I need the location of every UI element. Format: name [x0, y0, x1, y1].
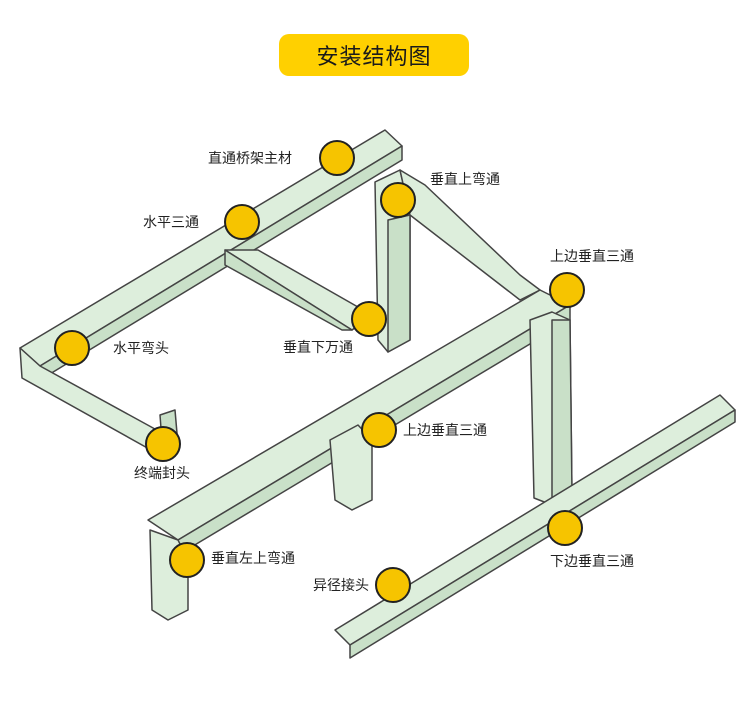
- right-vertical-riser-face: [551, 319, 573, 506]
- part-label-2: 水平三通: [143, 215, 199, 231]
- part-marker-5: [351, 301, 387, 337]
- part-marker-9: [547, 510, 583, 546]
- upper-horizontal-tray: [399, 169, 541, 301]
- part-marker-2: [224, 204, 260, 240]
- part-label-9: 下边垂直三通: [550, 553, 634, 570]
- part-marker-8: [169, 542, 205, 578]
- bottom-long-tray-side: [349, 409, 736, 659]
- part-label-7: 终端封头: [134, 466, 190, 482]
- part-marker-4: [54, 330, 90, 366]
- part-label-8: 垂直左上弯通: [211, 550, 295, 567]
- part-label-3: 上边垂直三通: [550, 248, 634, 265]
- page-title: 安装结构图: [316, 45, 432, 70]
- vertical-riser-upper-face: [387, 214, 411, 353]
- cable-tray-structure: [19, 129, 736, 659]
- part-marker-1: [380, 182, 416, 218]
- part-label-6: 上边垂直三通: [403, 422, 487, 439]
- part-marker-7: [145, 426, 181, 462]
- part-markers: 直通桥架主材垂直上弯通水平三通上边垂直三通水平弯头垂直下万通上边垂直三通终端封头…: [54, 140, 634, 603]
- title-badge: 安装结构图: [279, 34, 469, 76]
- part-marker-10: [375, 567, 411, 603]
- part-label-0: 直通桥架主材: [208, 150, 292, 167]
- part-marker-0: [319, 140, 355, 176]
- part-label-1: 垂直上弯通: [430, 171, 500, 188]
- part-label-4: 水平弯头: [113, 340, 169, 357]
- part-marker-6: [361, 412, 397, 448]
- part-label-5: 垂直下万通: [283, 339, 353, 356]
- middle-down-riser: [329, 424, 373, 511]
- part-label-10: 异径接头: [313, 577, 369, 594]
- horizontal-tee-branch-side: [224, 249, 353, 331]
- horizontal-tee-branch: [224, 249, 373, 331]
- part-marker-3: [549, 272, 585, 308]
